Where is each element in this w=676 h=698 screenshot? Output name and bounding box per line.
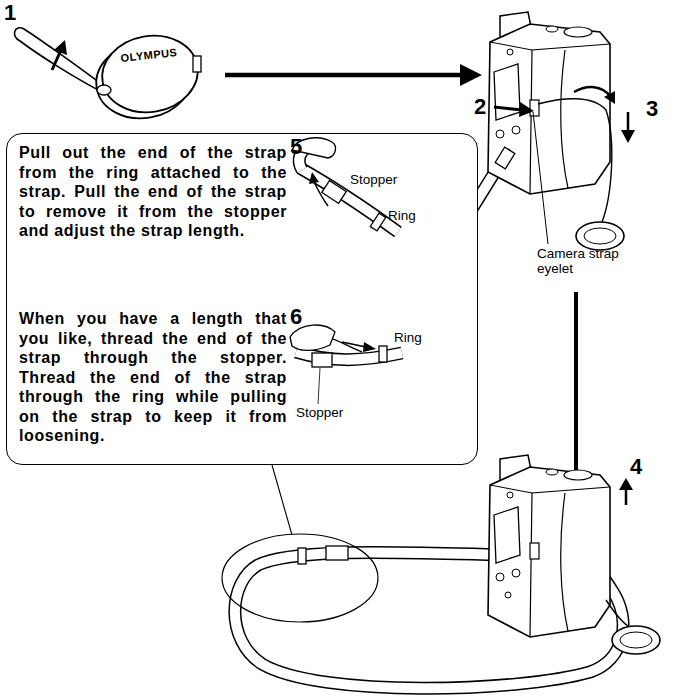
cap-string — [538, 99, 612, 222]
callout-number: 4 — [630, 456, 642, 478]
strap-stopper — [326, 546, 348, 560]
cap-tab — [193, 56, 201, 72]
strap-end — [299, 146, 310, 170]
lens-cap — [576, 222, 624, 250]
part-label: Ring — [388, 208, 416, 223]
camera — [488, 455, 610, 637]
flow-arrow — [574, 292, 578, 492]
arrow-head — [363, 342, 376, 352]
strap-stopper — [322, 181, 346, 204]
strap-stopper — [495, 147, 515, 169]
instruction-text: When you have a length that you like, th… — [19, 309, 287, 446]
callout-number: 5 — [290, 136, 302, 158]
callout-number: 3 — [646, 98, 658, 120]
arrow-shaft — [342, 342, 366, 347]
camera — [488, 12, 610, 194]
leader-line — [318, 368, 320, 404]
lens-cap — [584, 228, 616, 244]
arrow-shaft — [225, 73, 462, 78]
arrow-shaft — [574, 87, 610, 96]
thumb — [292, 138, 335, 158]
part-label: Ring — [394, 330, 422, 345]
strap-band — [300, 168, 398, 232]
arrow-head — [619, 478, 633, 490]
strap-end — [299, 146, 310, 170]
arrow-shaft — [52, 50, 61, 70]
cap-string — [606, 600, 628, 626]
leader-line — [533, 112, 548, 244]
hand — [290, 325, 335, 350]
part-label: Stopper — [296, 405, 343, 420]
step-arrow — [52, 40, 67, 70]
cap-face — [96, 28, 204, 120]
strap-end — [290, 332, 362, 352]
callout-number: 2 — [474, 96, 486, 118]
callout-number: 6 — [290, 306, 302, 328]
arrow-shaft — [494, 107, 522, 110]
arrow-head — [621, 130, 635, 143]
strap-ring — [379, 346, 387, 362]
arrow-head — [519, 102, 534, 117]
arrow-shaft — [625, 488, 628, 505]
part-label: Stopper — [350, 172, 397, 187]
cap-loop — [97, 85, 111, 95]
arrow-shaft — [627, 112, 630, 132]
strap-band — [300, 168, 398, 232]
callout-number: 1 — [4, 2, 16, 24]
callout-box: Pull out the end of the strap from the r… — [6, 133, 478, 465]
arrow-shaft — [314, 182, 328, 206]
arrow-head — [460, 64, 482, 86]
lens-cap — [612, 626, 660, 654]
lens-cap — [14, 28, 203, 126]
instruction-text: Pull out the end of the strap from the r… — [19, 143, 287, 241]
leader-line — [272, 465, 292, 535]
strap-ring — [298, 548, 306, 564]
detail-circle — [222, 534, 378, 622]
strap-band — [296, 352, 402, 360]
cap-string — [14, 28, 106, 94]
flow-arrow — [225, 64, 482, 86]
arrow-head — [309, 172, 319, 184]
brand-name: OLYMPUS — [120, 46, 178, 64]
strap-ring — [370, 213, 385, 231]
strap-stopper — [312, 353, 332, 367]
lens-cap — [620, 632, 652, 648]
arrow-head — [54, 40, 67, 55]
strap-band — [296, 352, 402, 360]
part-label: Camera strap eyelet — [537, 246, 623, 276]
arrow-head — [604, 91, 615, 104]
